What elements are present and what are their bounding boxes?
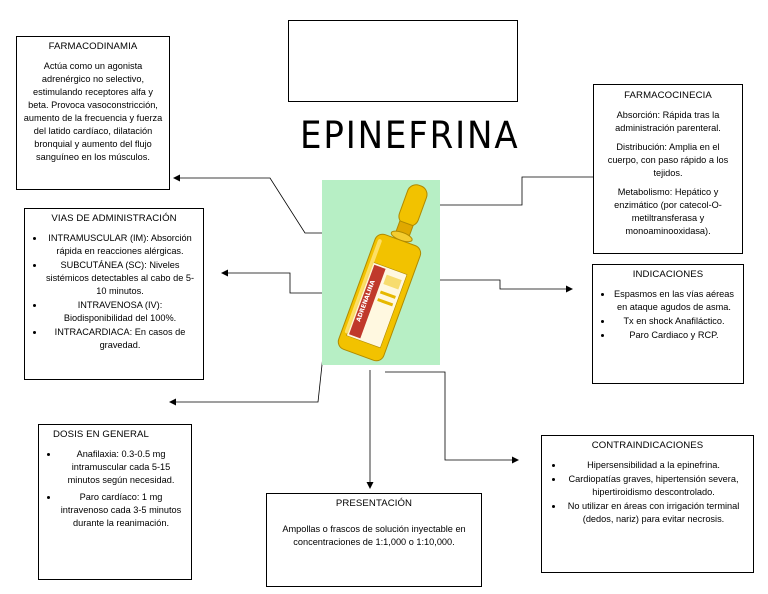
connector-farmacocinecia (430, 176, 593, 206)
farmacocinecia-metabolismo: Metabolismo: Hepático y enzimático (por … (614, 186, 722, 237)
farmacodinamia-text: Actúa como un agonista adrenérgico no se… (23, 60, 163, 163)
indicaciones-item: Paro Cardiaco y RCP. (601, 329, 735, 342)
presentacion-box: PRESENTACIÓN Ampollas o frascos de soluc… (266, 493, 482, 587)
farmacocinecia-heading: FARMACOCINECIA (624, 90, 712, 101)
presentacion-heading: PRESENTACIÓN (335, 498, 413, 509)
connector-indicaciones (430, 279, 573, 293)
farmacocinecia-distribucion: Distribución: Amplia en el cuerpo, con p… (607, 141, 729, 178)
vias-item: INTRAMUSCULAR (IM): Absorción rápida en … (33, 232, 195, 258)
contraindicaciones-item: No utilizar en áreas con irrigación term… (552, 500, 743, 526)
indicaciones-item: Espasmos en las vías aéreas en ataque ag… (601, 288, 735, 314)
contraindicaciones-heading: CONTRAINDICACIONES (591, 440, 704, 451)
vias-heading: VIAS DE ADMINISTRACIÓN (51, 213, 177, 224)
vias-box: VIAS DE ADMINISTRACIÓN INTRAMUSCULAR (IM… (24, 208, 204, 380)
page-title: EPINEFRINA (300, 114, 520, 157)
connector-vias (221, 269, 352, 294)
dosis-box: DOSIS EN GENERAL Anafilaxia: 0.3-0.5 mg … (38, 424, 192, 580)
dosis-item: Paro cardíaco: 1 mg intravenoso cada 3-5… (47, 491, 183, 530)
vias-item: SUBCUTÁNEA (SC): Niveles sistémicos dete… (33, 259, 195, 298)
farmacodinamia-heading: FARMACODINAMIA (48, 41, 138, 52)
indicaciones-box: INDICACIONES Espasmos en las vías aéreas… (592, 264, 744, 384)
vias-item: INTRACARDIACA: En casos de gravedad. (33, 326, 195, 352)
indicaciones-item: Tx en shock Anafiláctico. (601, 315, 735, 328)
indicaciones-list: Espasmos en las vías aéreas en ataque ag… (601, 288, 735, 342)
presentacion-text: Ampollas o frascos de solución inyectabl… (282, 523, 466, 547)
contraindicaciones-box: CONTRAINDICACIONES Hipersensibilidad a l… (541, 435, 754, 573)
vias-list: INTRAMUSCULAR (IM): Absorción rápida en … (33, 232, 195, 353)
connector-contraindicaciones (385, 371, 519, 464)
indicaciones-heading: INDICACIONES (632, 269, 704, 280)
contraindicaciones-item: Hipersensibilidad a la epinefrina. (552, 459, 743, 472)
farmacocinecia-box: FARMACOCINECIA Absorción: Rápida tras la… (593, 84, 743, 254)
contraindicaciones-list: Hipersensibilidad a la epinefrina. Cardi… (552, 459, 743, 526)
dosis-heading: DOSIS EN GENERAL (53, 429, 149, 440)
contraindicaciones-item: Cardiopatías graves, hipertensión severa… (552, 473, 743, 499)
dosis-list: Anafilaxia: 0.3-0.5 mg intramuscular cad… (47, 448, 183, 530)
dosis-item: Anafilaxia: 0.3-0.5 mg intramuscular cad… (47, 448, 183, 487)
empty-title-box (288, 20, 518, 102)
farmacocinecia-absorcion: Absorción: Rápida tras la administración… (615, 109, 721, 133)
farmacodinamia-box: FARMACODINAMIA Actúa como un agonista ad… (16, 36, 170, 190)
vias-item: INTRAVENOSA (IV): Biodisponibilidad del … (33, 299, 195, 325)
